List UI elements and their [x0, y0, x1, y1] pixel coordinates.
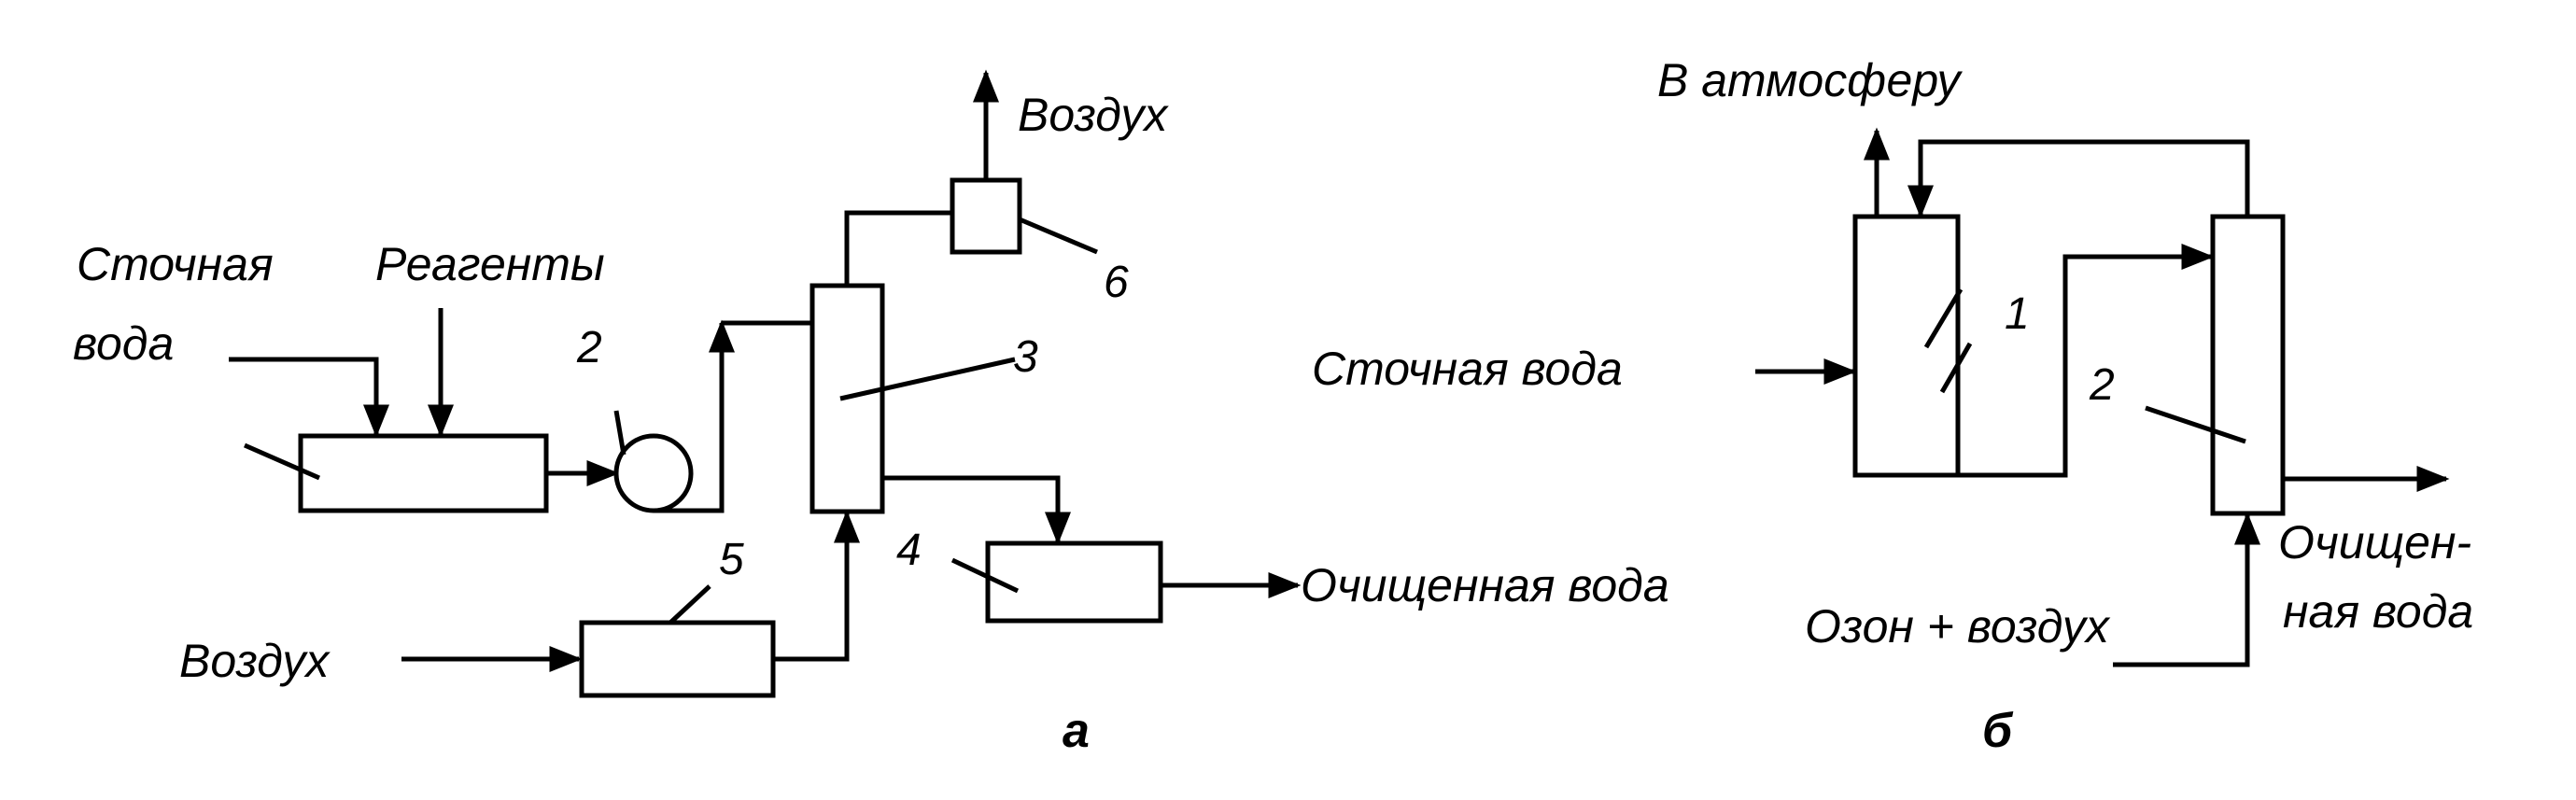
pump-2: [613, 433, 694, 513]
number-2: 2: [576, 323, 602, 372]
settling-tank-4-leader-line: [950, 557, 1020, 594]
mixer-tank: [298, 433, 549, 513]
pump-to-column-arrow: [654, 319, 735, 513]
gas-recycle-arrow: [1907, 139, 2250, 218]
label-air-in: Воздух: [179, 635, 331, 687]
reactor-1-leader-bottom: [1939, 342, 1973, 394]
reactor-1: [1852, 214, 1961, 478]
label-wastewater-line1: Сточная: [77, 238, 274, 290]
number-4: 4: [896, 526, 922, 575]
scheme-b: В атмосферу Сточная вода Озон + воздух О…: [1312, 54, 2473, 758]
caption-b: б: [1982, 704, 2014, 758]
compressor-to-column-arrow: [773, 510, 860, 662]
number-3: 3: [1013, 332, 1038, 382]
column-to-trap-line: [844, 210, 952, 286]
pump-2-leader-line: [613, 410, 626, 456]
number-6: 6: [1104, 258, 1129, 307]
label-wastewater-b: Сточная вода: [1312, 343, 1623, 395]
label-wastewater-line2: вода: [73, 317, 174, 370]
reactor-2: [2210, 214, 2286, 516]
label-to-atmosphere: В атмосферу: [1657, 54, 1964, 106]
gas-trap-6-leader-line: [1019, 217, 1098, 255]
scheme-a: Сточная вода Реагенты Воздух Воздух Очищ…: [73, 69, 1669, 758]
wastewater-inlet-arrow: [229, 357, 389, 438]
reactor-1-leader-top: [1923, 288, 1964, 349]
label-clean-water-line1: Очищен-: [2278, 516, 2471, 568]
reactor1-to-reactor2-arrow: [1958, 244, 2215, 478]
column-3-leader-line: [839, 357, 1016, 401]
column-to-tank-arrow: [882, 475, 1071, 545]
compressor-5: [579, 620, 776, 698]
caption-a: а: [1063, 704, 1090, 758]
mixer-leader-line: [243, 442, 321, 481]
number-2-b: 2: [2089, 360, 2115, 410]
settling-tank-4: [985, 540, 1163, 624]
label-ozone-air: Озон + воздух: [1805, 600, 2111, 653]
ozone-air-inlet-arrow: [2113, 512, 2260, 667]
number-5: 5: [719, 535, 744, 584]
label-clean-water-line2: ная вода: [2283, 585, 2473, 638]
label-air-out: Воздух: [1018, 89, 1169, 141]
compressor-5-leader-line: [669, 584, 711, 625]
label-reagents: Реагенты: [375, 238, 605, 290]
gas-trap-6: [950, 177, 1022, 255]
reactor-2-leader-line: [2145, 405, 2246, 444]
number-1: 1: [2005, 289, 2030, 339]
label-clean-water: Очищенная вода: [1301, 559, 1669, 611]
